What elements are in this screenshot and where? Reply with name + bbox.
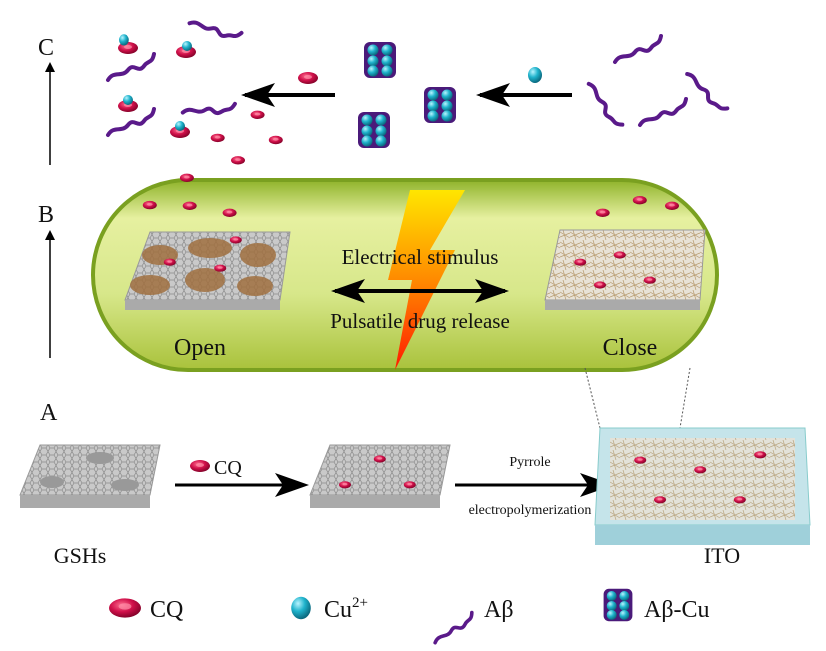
legend-cq-icon	[109, 598, 141, 618]
zoom-line-left	[584, 367, 601, 429]
stage-label-c: C	[38, 35, 54, 61]
abeta-cu-aggregates	[358, 42, 456, 148]
legend-cq-label: CQ	[150, 597, 183, 623]
legend-cu-icon	[291, 596, 311, 620]
legend-abeta-label: Aβ	[484, 597, 514, 623]
legend-cu-label: Cu2+	[324, 595, 368, 623]
cq-loaded-sheet	[309, 444, 451, 508]
gsh-sheet	[19, 444, 161, 508]
close-state-label: Close	[603, 335, 658, 361]
stage-label-b: B	[38, 202, 54, 228]
cq-icon	[190, 460, 210, 472]
cu-ion	[528, 67, 542, 83]
stage-label-a: A	[40, 400, 58, 426]
electropolymerization-label: electropolymerization	[469, 503, 592, 518]
abeta-peptides	[586, 34, 730, 132]
pyrrole-label: Pyrrole	[509, 455, 550, 470]
legend: CQ Cu2+ Aβ Aβ-Cu	[109, 588, 710, 645]
legend-abeta-cu-icon	[603, 588, 633, 622]
gshs-label: GSHs	[54, 543, 107, 568]
ito-electrode	[594, 427, 811, 545]
legend-abeta-cu-label: Aβ-Cu	[644, 597, 710, 623]
cq-molecule	[298, 72, 318, 84]
electrical-stimulus-label: Electrical stimulus	[342, 245, 499, 269]
open-film	[124, 231, 291, 310]
pulsatile-release-label: Pulsatile drug release	[330, 309, 510, 333]
zoom-line-right	[679, 367, 691, 429]
abeta-cq-complexes	[106, 1, 283, 165]
close-film	[544, 229, 706, 310]
ito-label: ITO	[704, 543, 740, 568]
open-state-label: Open	[174, 335, 226, 361]
legend-abeta-icon	[429, 610, 478, 645]
cq-step-label: CQ	[214, 457, 242, 479]
